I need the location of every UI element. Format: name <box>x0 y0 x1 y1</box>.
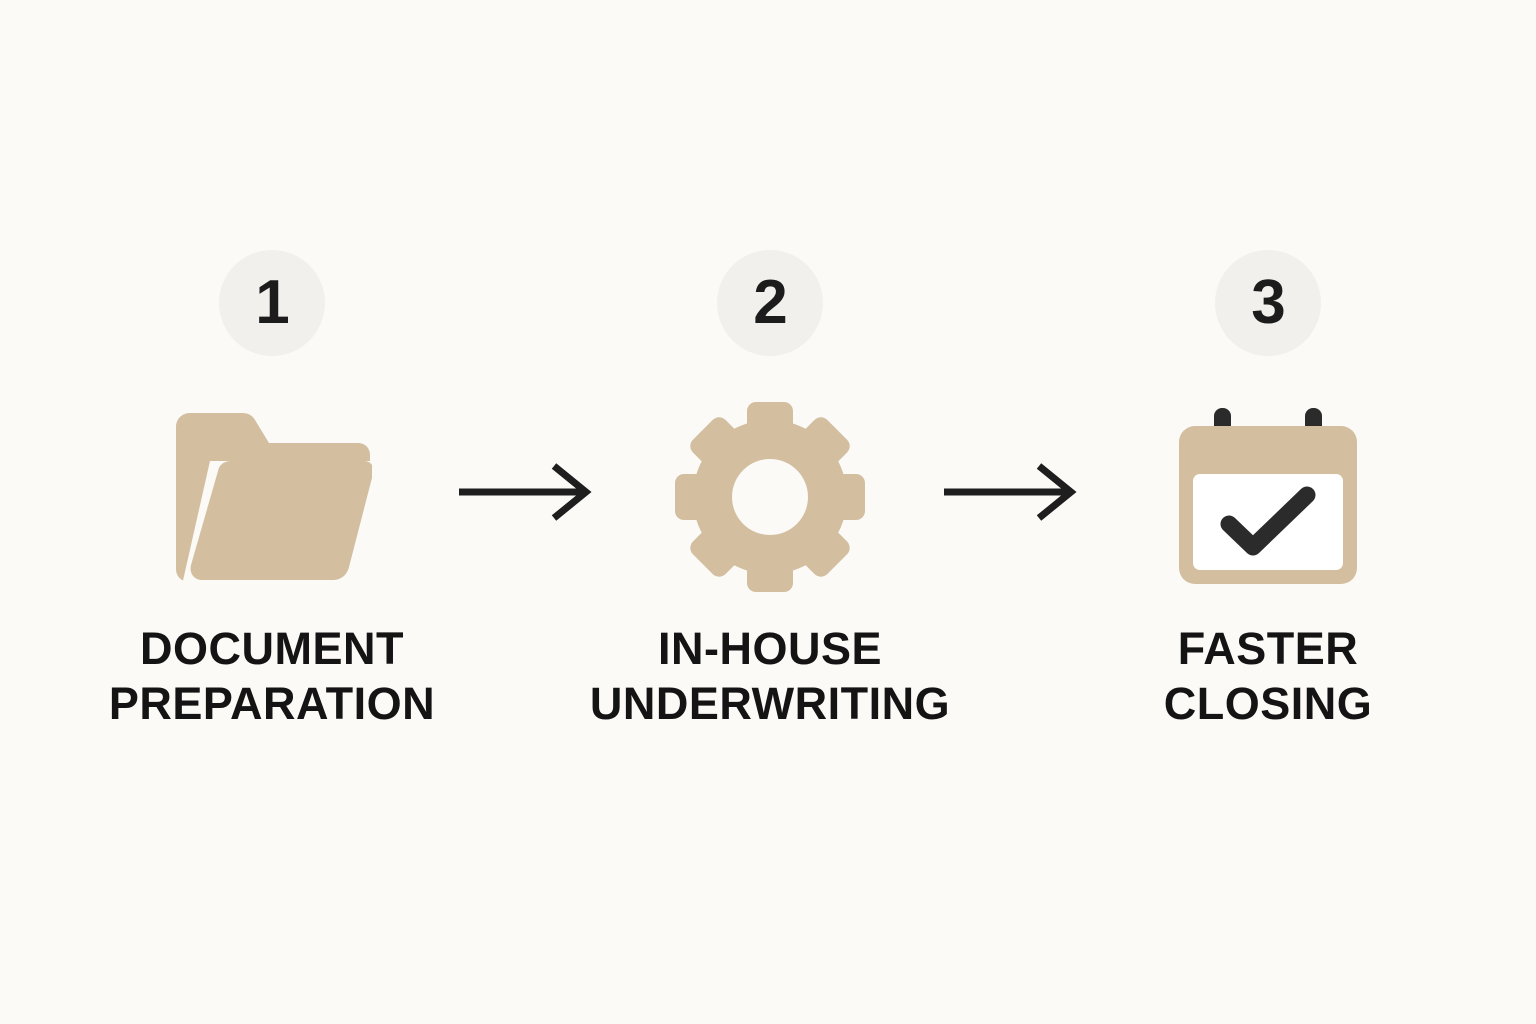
arrow-right-icon-1 <box>455 462 595 522</box>
step-item-2: 2 <box>560 250 980 732</box>
step-number-2: 2 <box>753 268 787 337</box>
step-number-3: 3 <box>1251 268 1285 337</box>
step-number-1: 1 <box>255 268 289 337</box>
arrow-right-glyph-1 <box>459 463 592 521</box>
step-caption-1: DOCUMENT PREPARATION <box>108 623 436 729</box>
step-item-3: 3 FASTER CLOSING <box>1058 250 1478 732</box>
step-number-badge-1: 1 <box>219 250 325 356</box>
arrow-right-glyph-2 <box>944 463 1077 521</box>
step-icon-2 <box>675 402 865 592</box>
gear-icon <box>675 402 865 592</box>
step-icon-3 <box>1173 402 1363 592</box>
step-caption-2: IN-HOUSE UNDERWRITING <box>589 623 951 729</box>
calendar-check-icon <box>1179 408 1357 584</box>
arrow-right-icon-2 <box>940 462 1080 522</box>
step-number-badge-2: 2 <box>717 250 823 356</box>
step-caption-3: FASTER CLOSING <box>1163 623 1373 729</box>
open-folder-icon <box>176 413 372 585</box>
step-icon-1 <box>172 402 372 592</box>
step-item-1: 1 DOCUMENT PREPARATION <box>62 250 482 732</box>
step-number-badge-3: 3 <box>1215 250 1321 356</box>
check-icon <box>1220 486 1316 556</box>
